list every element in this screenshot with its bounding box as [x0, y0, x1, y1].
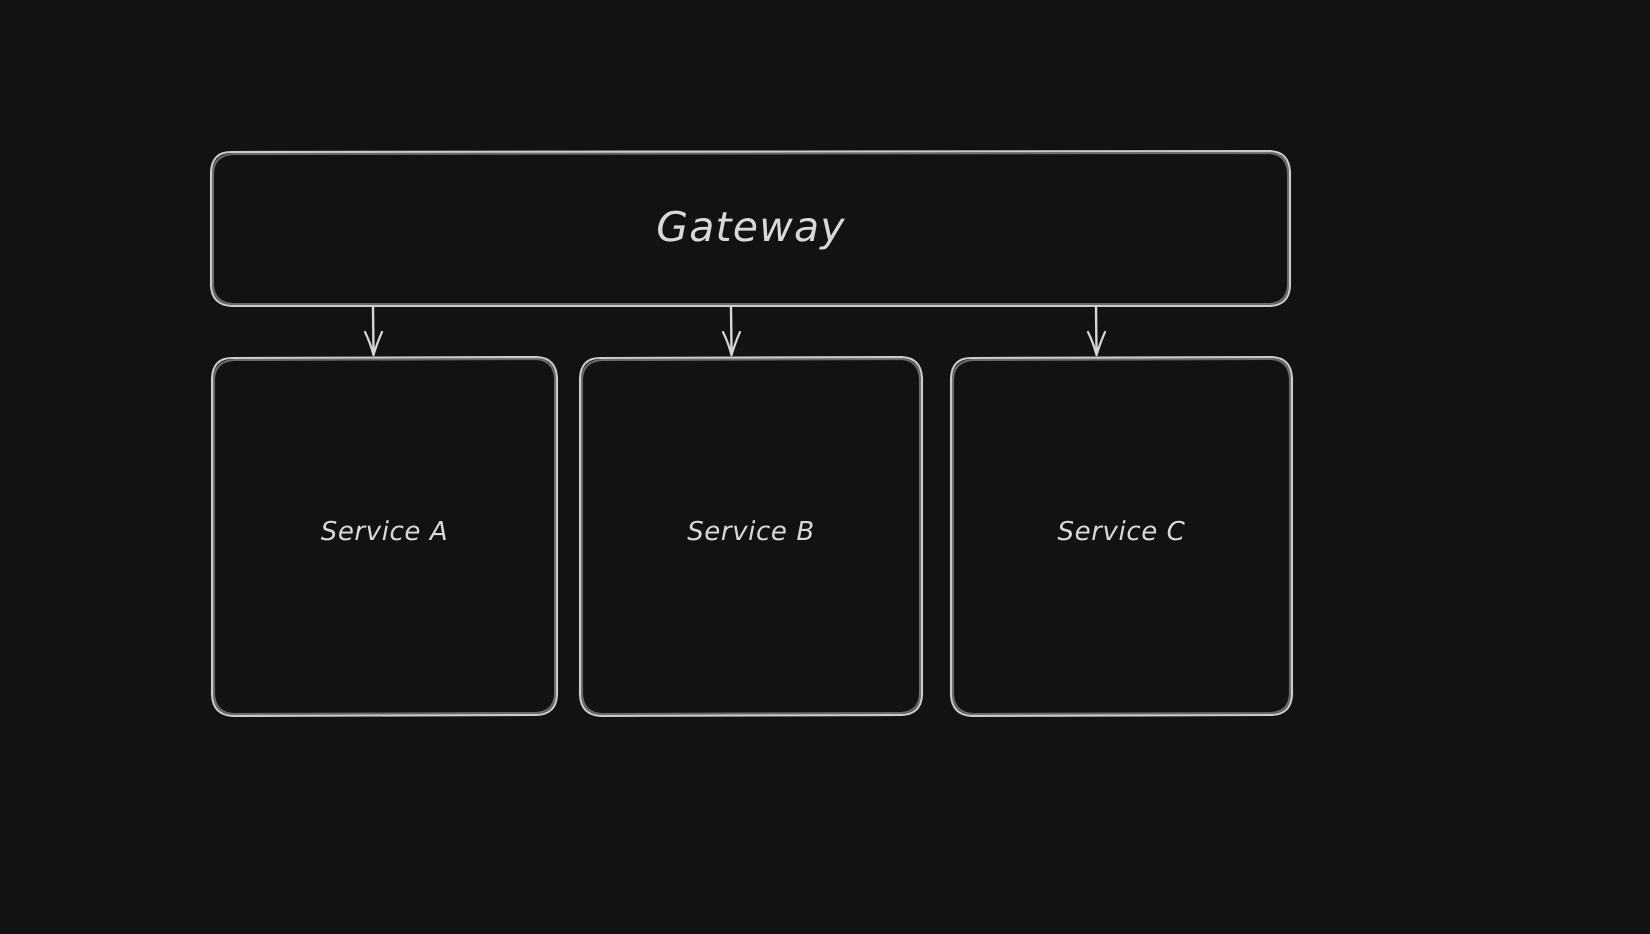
edge-gateway-service-a [363, 305, 384, 357]
service-a-node[interactable] [212, 357, 557, 716]
service-c-node-outline [949, 355, 1294, 718]
service-a-node-outline [210, 355, 559, 718]
service-c-node[interactable] [951, 357, 1292, 716]
service-b-node-outline [578, 355, 924, 718]
edge-gateway-service-b [721, 305, 742, 357]
gateway-node[interactable] [211, 151, 1291, 306]
edge-gateway-service-c [1086, 305, 1107, 357]
gateway-node-outline [209, 149, 1292, 308]
service-b-node[interactable] [580, 357, 922, 716]
